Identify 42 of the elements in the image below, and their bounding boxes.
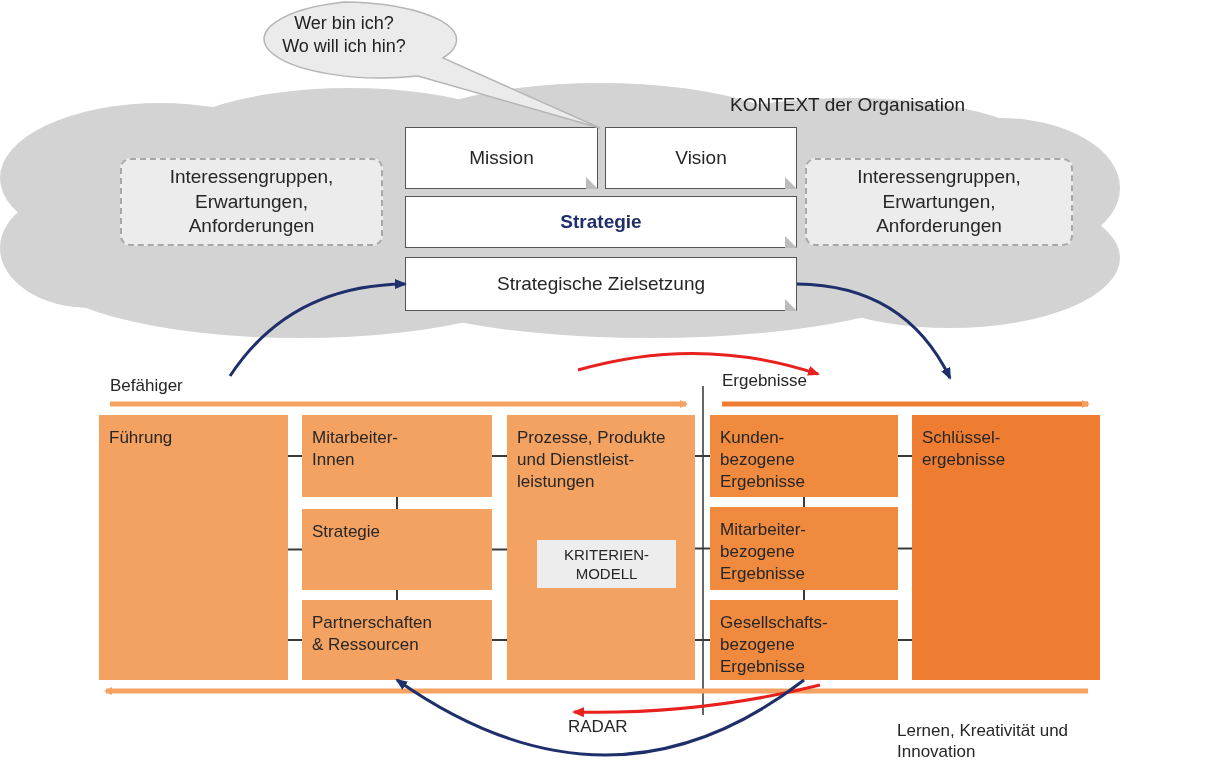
enabler-box: Führung: [99, 415, 288, 680]
connector-line: [491, 639, 508, 641]
dashed-box: Interessengruppen, Erwartungen, Anforderungen: [120, 158, 383, 246]
tag-box: KRITERIEN- MODELL: [537, 540, 676, 588]
connector-line: [491, 455, 508, 457]
connector-line: [694, 547, 711, 550]
result-box: Mitarbeiter- bezogene Ergebnisse: [710, 507, 898, 590]
dashed-box: Interessengruppen, Erwartungen, Anforderungen: [805, 158, 1073, 246]
connector-line: [897, 639, 913, 641]
connector-line: [897, 455, 913, 457]
connector-line: [396, 589, 398, 601]
connector-line: [287, 548, 303, 551]
enabler-box: Mitarbeiter- Innen: [302, 415, 492, 497]
connector-line: [396, 496, 398, 510]
bubble-text: Wer bin ich? Wo will ich hin?: [281, 12, 407, 59]
text-label: Befähiger: [110, 375, 184, 397]
document-box: Strategische Zielsetzung: [405, 257, 797, 311]
connector-line: [694, 455, 711, 457]
connector-line: [491, 548, 508, 551]
connector-line: [694, 639, 711, 641]
cloud-title: KONTEXT der Organisation: [730, 94, 966, 116]
connector-line: [287, 639, 303, 641]
text-label: Lernen, Kreativität und Innovation: [897, 720, 1070, 763]
document-box: Vision: [605, 127, 797, 189]
curved-arrow: [796, 282, 952, 380]
connector-line: [803, 496, 805, 508]
text-label: Ergebnisse: [722, 370, 809, 392]
document-box: Mission: [405, 127, 598, 189]
result-box: Gesellschafts- bezogene Ergebnisse: [710, 600, 898, 680]
connector-line: [803, 589, 805, 601]
enabler-box: [507, 415, 695, 680]
document-box: Strategie: [405, 196, 797, 248]
enabler-box: Strategie: [302, 509, 492, 590]
connector-line: [287, 455, 303, 457]
box-text: Prozesse, Produkte und Dienstleist- leistungen: [517, 428, 666, 492]
connector-line: [897, 547, 913, 550]
curved-arrow: [395, 678, 805, 757]
enabler-box: Partnerschaften & Ressourcen: [302, 600, 492, 680]
curved-arrow: [228, 279, 407, 377]
result-box: Kunden- bezogene Ergebnisse: [710, 415, 898, 497]
text-label: RADAR: [568, 716, 629, 738]
result-box: Schlüssel- ergebnisse: [912, 415, 1100, 680]
